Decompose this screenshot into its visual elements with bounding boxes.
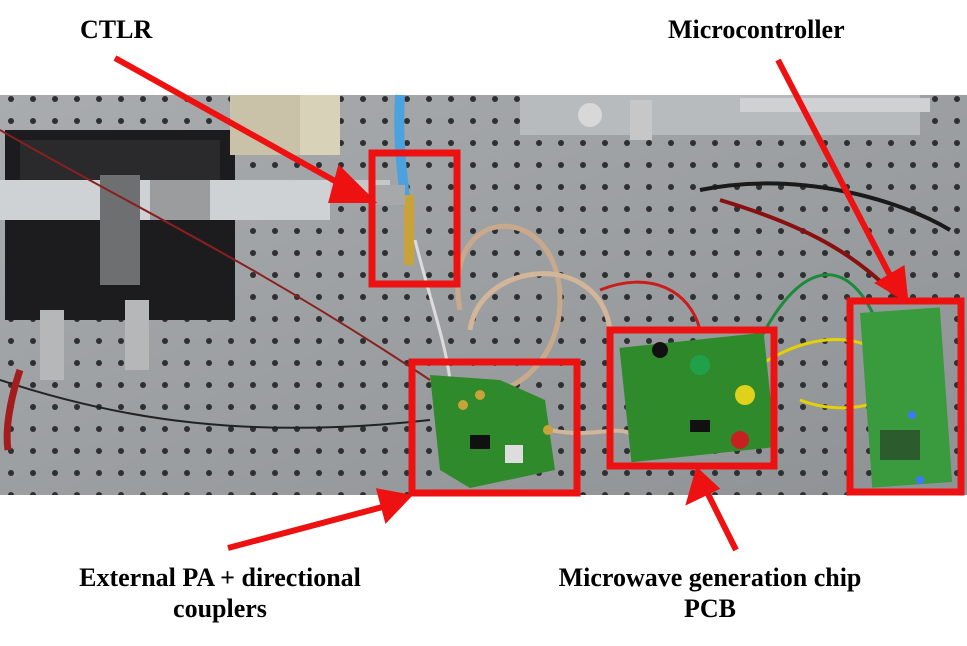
callout-arrows bbox=[113, 55, 909, 552]
microcontroller-label: Microcontroller bbox=[668, 15, 845, 44]
microwave-highlight-box bbox=[606, 326, 778, 470]
microwave-arrow bbox=[702, 486, 739, 552]
microwave-pcb bbox=[619, 332, 776, 463]
external-pa-label: External PA + directional couplers bbox=[40, 562, 400, 624]
pa-arrow bbox=[227, 502, 391, 551]
microwave-pcb-label-line1: Microwave generation chip bbox=[558, 563, 862, 592]
ctlr-arrow bbox=[113, 55, 362, 198]
highlight-boxes bbox=[368, 149, 965, 497]
microwave-pcb-label: Microwave generation chip PCB bbox=[515, 562, 905, 624]
ctlr-probe bbox=[375, 94, 414, 265]
ctlr-label: CTLR bbox=[80, 15, 153, 44]
ctlr-highlight-box bbox=[368, 149, 461, 288]
cables bbox=[0, 129, 952, 451]
pa-coupler-board bbox=[430, 375, 555, 488]
microwave-pcb-label-line2: PCB bbox=[684, 594, 736, 623]
microcontroller-board bbox=[860, 307, 953, 488]
external-pa-label-line1: External PA + directional bbox=[79, 563, 361, 592]
pa-highlight-box bbox=[408, 358, 581, 497]
external-pa-label-line2: couplers bbox=[173, 594, 267, 623]
microcontroller-arrow bbox=[775, 58, 898, 287]
translation-stage bbox=[0, 95, 390, 380]
